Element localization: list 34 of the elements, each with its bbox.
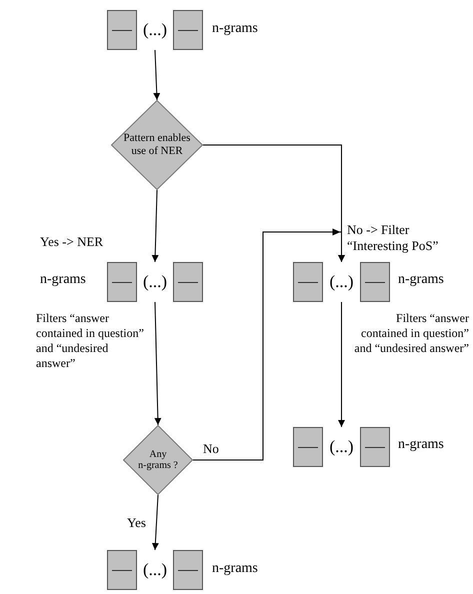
arrow <box>154 302 162 426</box>
filter-note: Filters “answer contained in question” and “undesired answer” <box>36 311 145 371</box>
dash-box <box>173 10 203 50</box>
caption-text: n-grams <box>212 20 258 38</box>
arrow <box>152 190 159 262</box>
arrow <box>153 50 160 100</box>
caption-text: n-grams <box>40 271 86 288</box>
caption-text: n-grams <box>398 436 444 454</box>
arrow <box>152 494 159 550</box>
edge-label: No -> Filter “Interesting PoS” <box>347 222 440 254</box>
dash-box <box>107 550 137 590</box>
filter-note: Filters “answer contained in question” and “undesired answer” <box>353 311 469 356</box>
arrow <box>338 302 345 428</box>
caption-text: n-grams <box>212 560 258 578</box>
dash-box <box>107 262 137 302</box>
dash-box <box>173 550 203 590</box>
ellipsis-text: (...) <box>142 560 168 580</box>
ellipsis-text: (...) <box>142 272 168 292</box>
ellipsis-text: (...) <box>329 272 354 292</box>
edge-label: Yes -> NER <box>40 234 104 250</box>
edge-label: No <box>203 441 220 458</box>
ellipsis-text: (...) <box>142 20 168 40</box>
caption-text: n-grams <box>398 271 444 288</box>
dash-box <box>107 10 137 50</box>
decision-text: Pattern enables use of NER <box>122 132 192 158</box>
ellipsis-text: (...) <box>329 437 354 457</box>
arrow <box>192 232 345 460</box>
dash-box <box>293 427 323 467</box>
edge-label: Yes <box>127 515 147 532</box>
dash-box <box>173 262 203 302</box>
dash-box <box>293 262 323 302</box>
dash-box <box>360 427 390 467</box>
decision-text: Any n-grams ? <box>137 448 179 472</box>
dash-box <box>360 262 390 302</box>
